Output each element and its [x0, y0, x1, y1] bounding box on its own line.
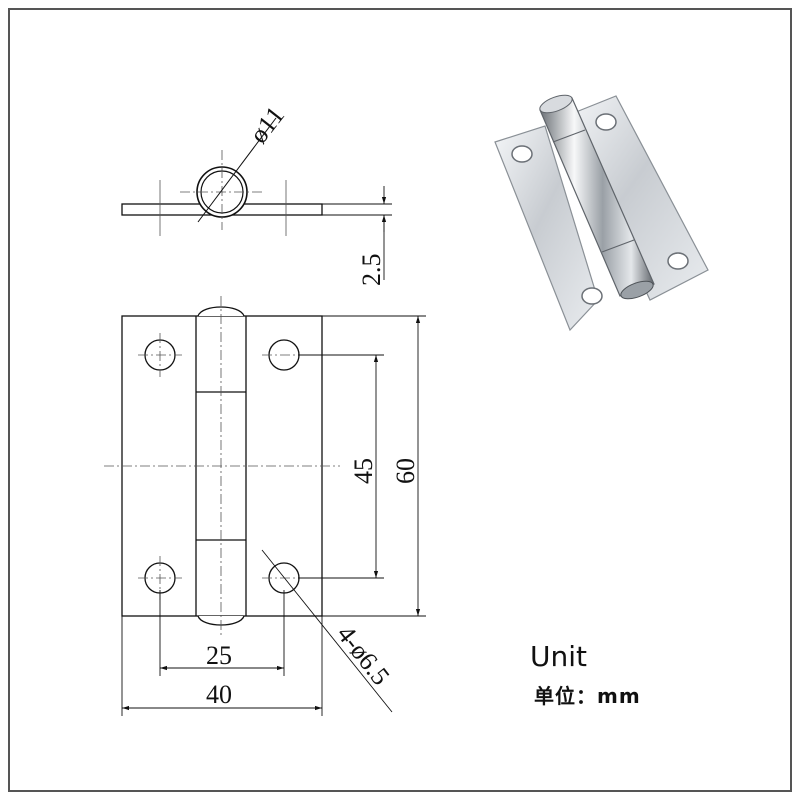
width-label: 40 — [206, 680, 232, 709]
hinge-photo — [494, 94, 709, 332]
thickness-label: 2.5 — [357, 254, 386, 287]
unit-label: Unit — [530, 640, 587, 673]
unit-cn-label: 单位：mm — [534, 684, 641, 708]
hole-spacing-horizontal-label: 25 — [206, 641, 232, 670]
front-view — [104, 296, 426, 716]
hole-spacing-vertical-label: 45 — [349, 458, 378, 484]
pin-diameter-label: ø11 — [244, 101, 290, 149]
top-pin-cap — [197, 306, 245, 317]
holes-label: 4-ø6.5 — [331, 620, 395, 691]
height-label: 60 — [391, 458, 420, 484]
side-view — [121, 117, 392, 280]
